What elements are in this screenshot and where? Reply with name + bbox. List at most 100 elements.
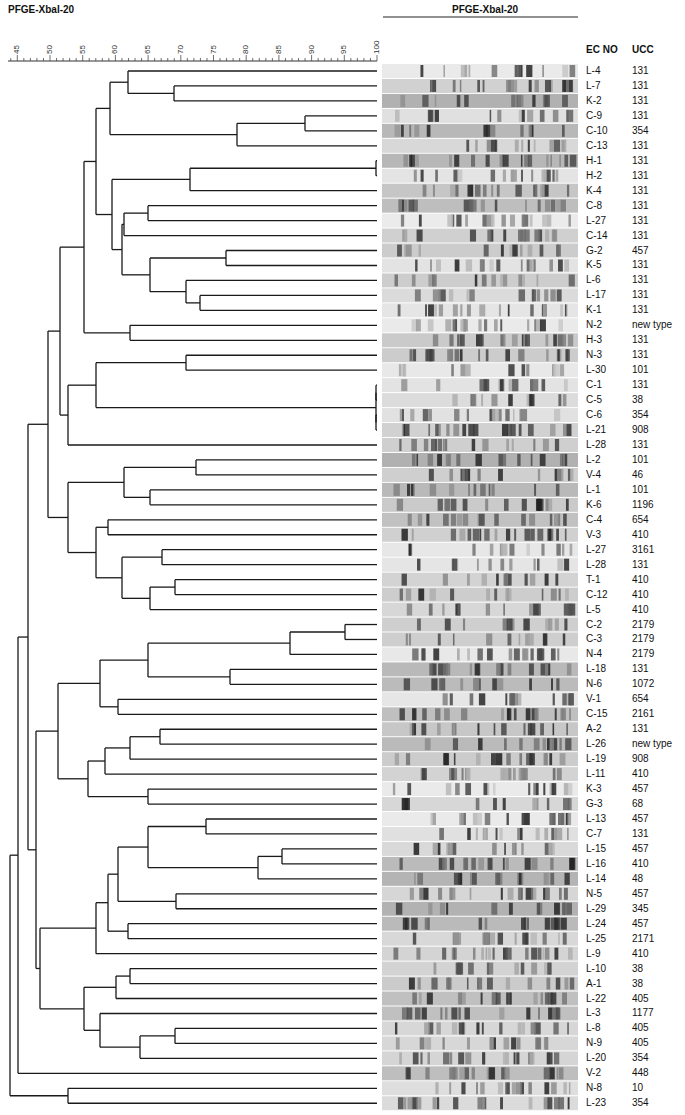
isolate-id: L-28 — [586, 439, 606, 451]
gel-band — [433, 648, 439, 660]
gel-band — [452, 948, 457, 960]
gel-band — [537, 289, 540, 301]
gel-band — [570, 978, 575, 990]
column-header: UCC — [632, 44, 654, 56]
gel-band — [556, 1007, 561, 1019]
gel-band — [514, 1052, 516, 1064]
gel-band — [449, 155, 452, 167]
gel-band — [482, 215, 486, 227]
tree-branch — [130, 340, 377, 341]
gel-band — [560, 304, 563, 316]
gel-band — [395, 110, 400, 122]
lane-ground — [382, 363, 578, 377]
gel-band — [398, 200, 402, 212]
gel-band — [512, 245, 517, 257]
gel-band — [454, 409, 459, 421]
gel-band — [464, 1007, 469, 1019]
gel-band — [428, 274, 431, 286]
gel-band — [490, 125, 495, 137]
isolate-id: L-29 — [586, 903, 606, 915]
gel-band — [459, 529, 465, 541]
gel-band — [485, 933, 489, 945]
gel-lane — [382, 632, 578, 646]
gel-band — [522, 648, 528, 660]
gel-band — [519, 110, 522, 122]
tree-branch — [110, 134, 237, 135]
gel-band — [502, 424, 508, 436]
sequence-type: 2179 — [632, 633, 654, 645]
gel-band — [411, 484, 414, 496]
tree-branch — [122, 598, 150, 599]
gel-band — [427, 1052, 429, 1064]
sequence-type: 908 — [632, 424, 649, 436]
sequence-type: 410 — [632, 574, 649, 586]
gel-band — [554, 738, 557, 750]
isolate-id: C-8 — [586, 200, 602, 212]
gel-band — [547, 798, 549, 810]
gel-lane — [382, 902, 578, 916]
gel-band — [449, 289, 453, 301]
gel-band — [439, 828, 444, 840]
gel-band — [460, 304, 462, 316]
lane-ground — [382, 199, 578, 213]
gel-lane — [382, 1036, 578, 1050]
tree-branch — [100, 706, 118, 707]
gel-band — [452, 723, 457, 735]
axis-tick — [259, 58, 260, 61]
gel-band — [557, 469, 561, 481]
gel-lane — [382, 378, 578, 392]
sequence-type: 908 — [632, 753, 649, 765]
tree-branch — [10, 1095, 68, 1096]
lane-ground — [382, 318, 578, 332]
gel-band — [547, 1052, 553, 1064]
axis-value: 65 — [144, 45, 152, 54]
gel-band — [460, 349, 463, 361]
gel-band — [498, 379, 503, 391]
gel-band — [413, 349, 416, 361]
gel-band — [545, 663, 548, 675]
gel-band — [543, 738, 546, 750]
axis-tick — [246, 55, 247, 61]
gel-band — [564, 978, 568, 990]
gel-band — [503, 574, 508, 586]
lane-ground — [382, 752, 578, 766]
tree-branch — [200, 310, 377, 311]
gel-band — [506, 1082, 509, 1094]
axis-tick — [50, 55, 51, 61]
gel-band — [532, 289, 536, 301]
gel-lane — [382, 677, 578, 691]
gel-lane — [382, 932, 578, 946]
gel-band — [553, 230, 557, 242]
gel-lane — [382, 139, 578, 153]
axis-tick — [56, 58, 57, 61]
gel-band — [562, 334, 566, 346]
isolate-id: A-1 — [586, 978, 602, 990]
gel-band — [542, 304, 547, 316]
gel-band — [404, 678, 410, 690]
tree-branch — [150, 504, 377, 505]
gel-lane — [382, 483, 578, 497]
gel-band — [538, 1007, 540, 1019]
tree-branch — [282, 863, 377, 864]
sequence-type: 1196 — [632, 499, 654, 511]
gel-lane — [382, 917, 578, 931]
axis-tick — [161, 58, 162, 61]
gel-band — [422, 708, 427, 720]
isolate-id: L-22 — [586, 993, 606, 1005]
isolate-id: C-14 — [586, 230, 608, 242]
isolate-id: L-9 — [586, 948, 600, 960]
gel-band — [551, 1082, 557, 1094]
gel-band — [519, 424, 522, 436]
gel-lane — [382, 64, 578, 78]
gel-band — [469, 289, 474, 301]
gel-band — [412, 529, 414, 541]
gel-band — [445, 439, 448, 451]
axis-tick — [344, 55, 345, 61]
sequence-type: 354 — [632, 1052, 649, 1064]
gel-band — [404, 245, 406, 257]
tree-branch — [176, 908, 377, 909]
gel-band — [417, 230, 423, 242]
lane-ground — [382, 483, 578, 497]
tree-branch — [206, 818, 377, 819]
tree-branch — [112, 249, 122, 250]
